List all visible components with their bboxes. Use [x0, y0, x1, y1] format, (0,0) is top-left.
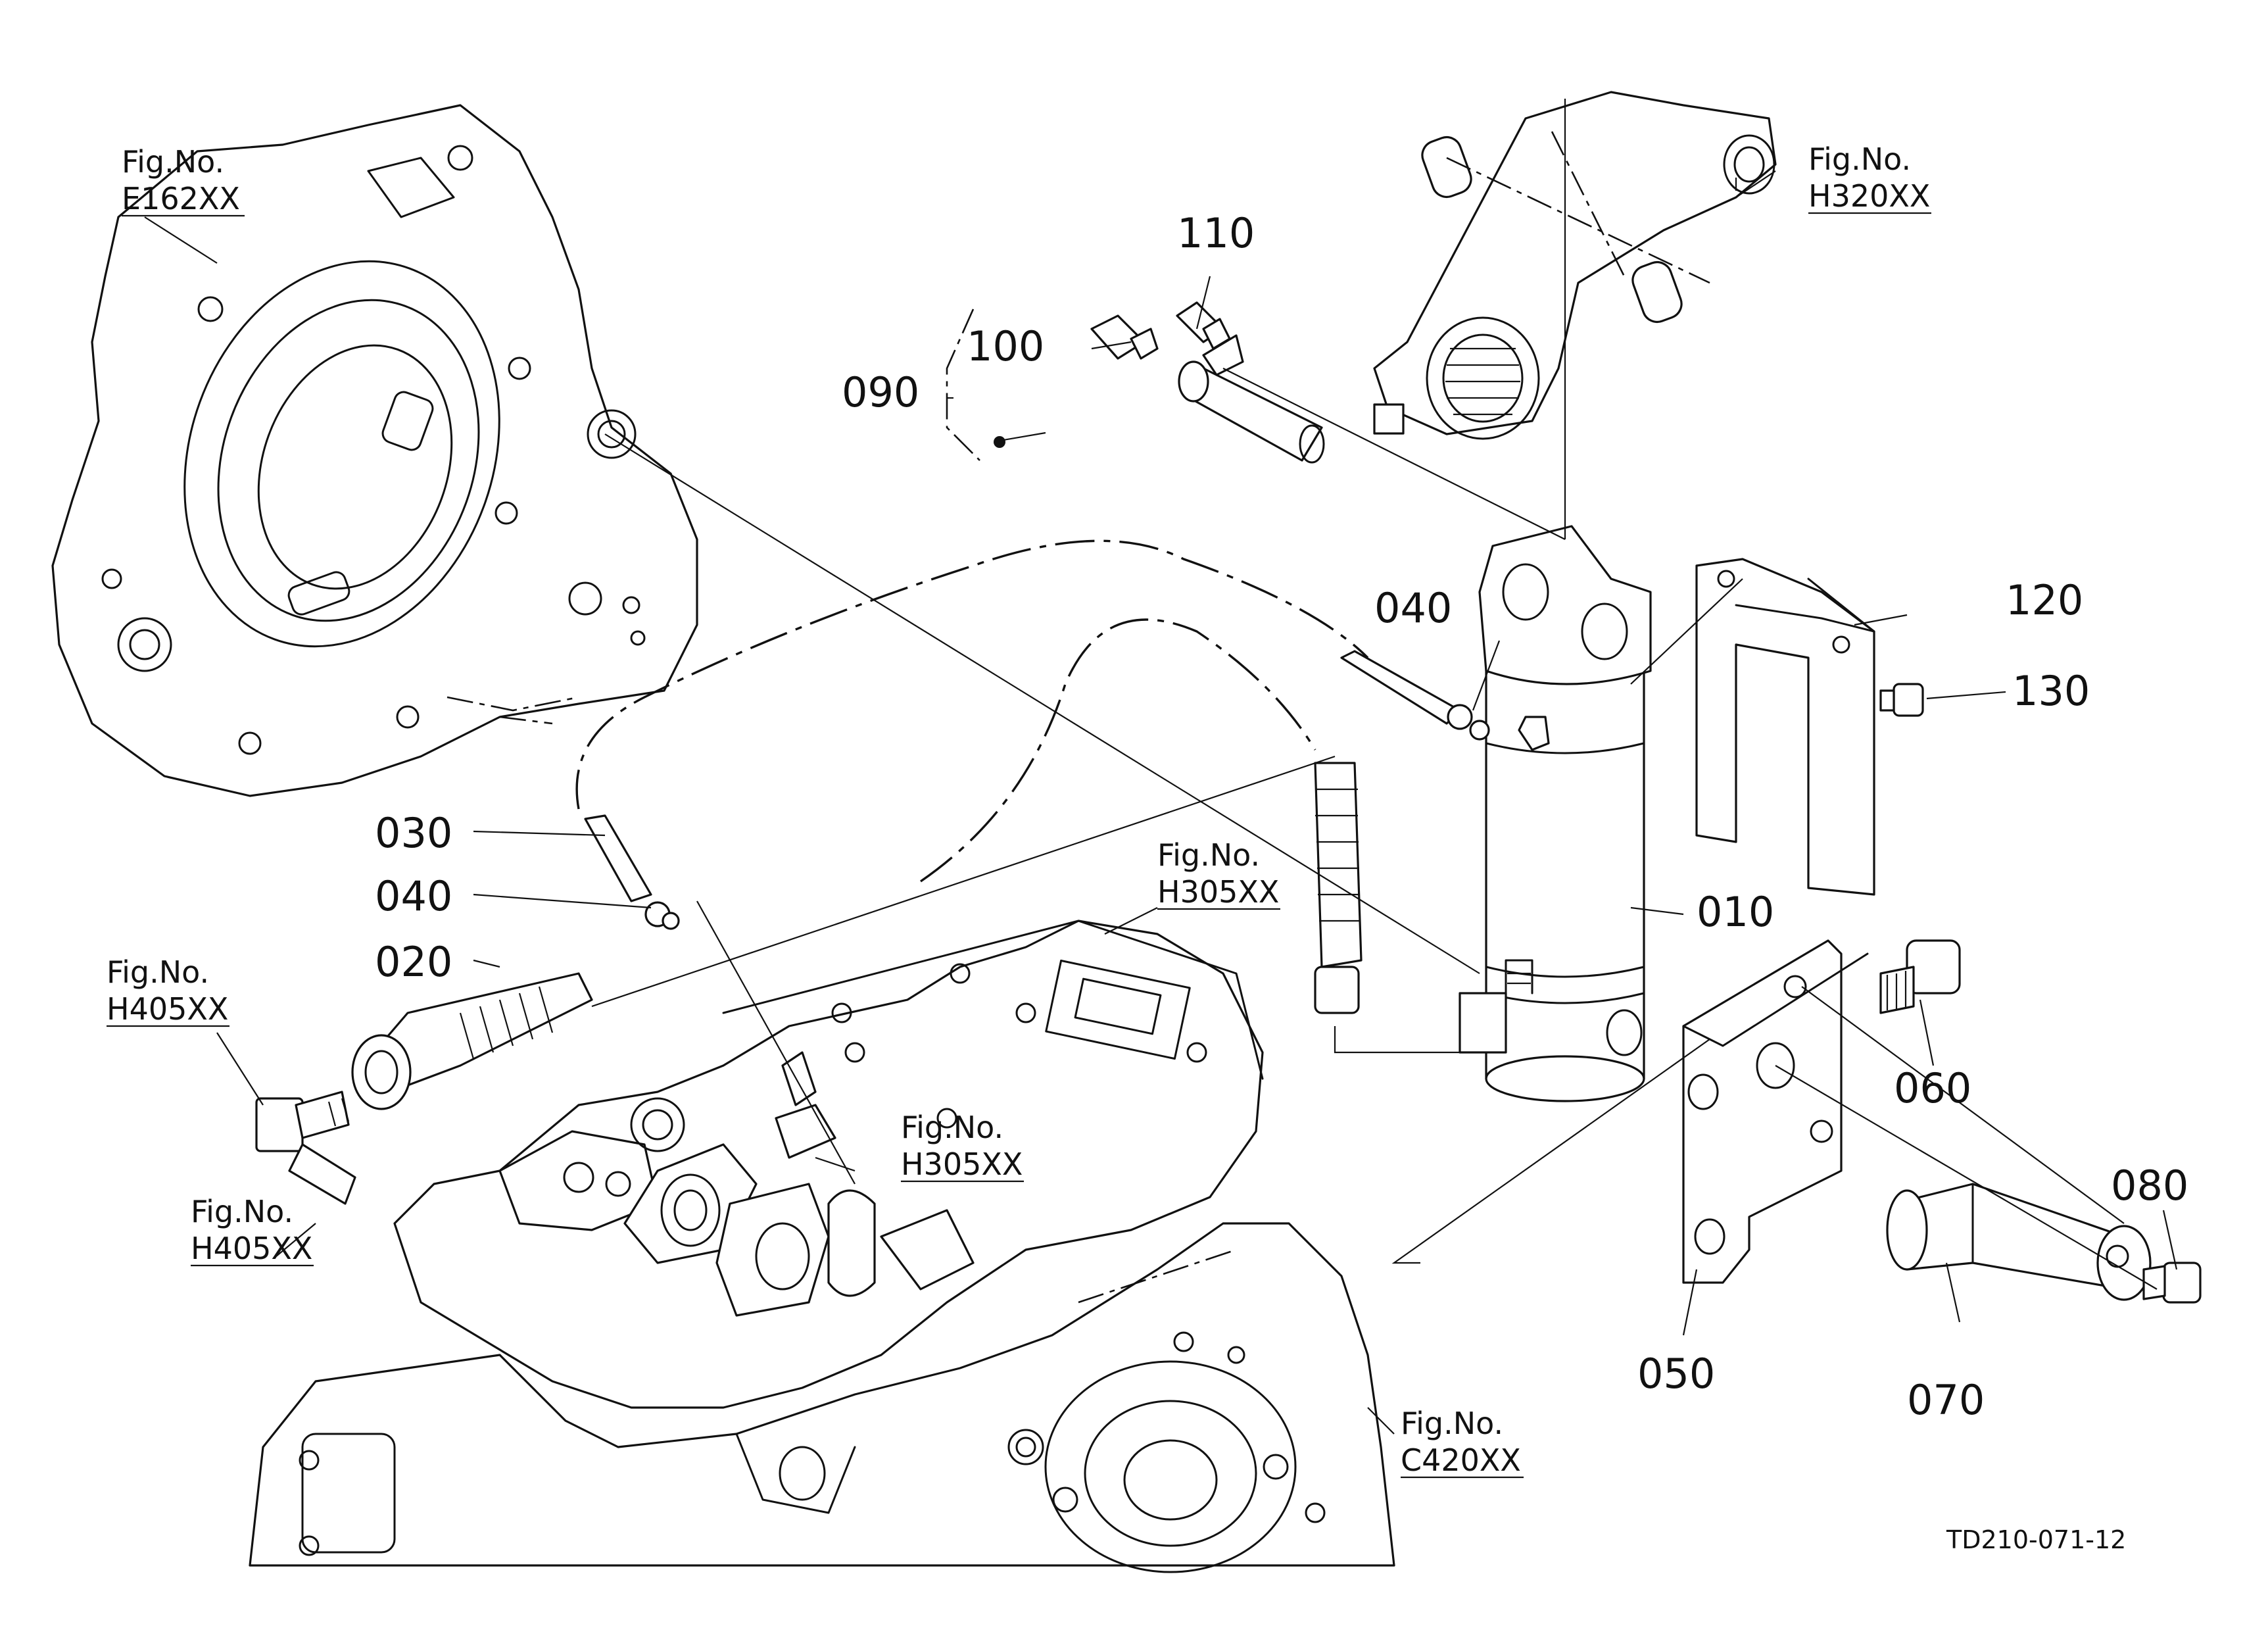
- pin-070: [1886, 1183, 2152, 1301]
- fig-ref-c420-title: Fig.No.: [1401, 1406, 1503, 1441]
- bracket-120: [1695, 558, 1875, 896]
- bracket-050: [1682, 939, 1869, 1284]
- fig-ref-h405-upper-title: Fig.No.: [107, 954, 209, 990]
- fig-ref-c420-number: C420XX: [1401, 1442, 1521, 1478]
- label-060: 060: [1894, 1064, 1971, 1112]
- fig-ref-e162-number: E162XX: [122, 181, 240, 216]
- hydraulic-pipe-030: [575, 539, 1461, 902]
- fitting-110: [1176, 301, 1231, 350]
- label-100: 100: [967, 322, 1044, 370]
- front-housing-drawing: [51, 104, 698, 797]
- lift-cylinder-010: [1459, 525, 1652, 1102]
- fig-ref-h405-upper-number: H405XX: [107, 991, 228, 1027]
- fig-ref-h320-number: H320XX: [1808, 178, 1930, 214]
- label-130: 130: [2012, 667, 2090, 715]
- label-080: 080: [2111, 1162, 2188, 1210]
- fig-ref-h305-lower-number: H305XX: [901, 1146, 1023, 1182]
- hose-clamp-040: [644, 704, 1490, 930]
- drawing-number: TD210-071-12: [1946, 1525, 2126, 1554]
- elbow-fitting: [255, 1091, 356, 1205]
- label-leaders: [144, 170, 2178, 1435]
- label-070: 070: [1907, 1376, 1985, 1424]
- lift-arm-drawing: [1373, 91, 1777, 440]
- hose-assembly-020: [351, 762, 1486, 1110]
- label-040-lower: 040: [375, 872, 452, 920]
- label-030: 030: [375, 809, 452, 857]
- fig-ref-e162-title: Fig.No.: [122, 144, 224, 180]
- figure-references: Fig.No. E162XX Fig.No. H320XX Fig.No. H3…: [107, 141, 1931, 1479]
- pin-090: [1178, 334, 1325, 464]
- fig-ref-h405-lower-number: H405XX: [191, 1231, 312, 1266]
- fig-ref-h320-title: Fig.No.: [1808, 141, 1911, 177]
- transmission-case-drawing: [249, 1222, 1395, 1573]
- fig-ref-h305-upper-number: H305XX: [1157, 874, 1279, 910]
- valve-block-drawing: [393, 920, 1264, 1409]
- fig-ref-h305-upper-title: Fig.No.: [1157, 837, 1260, 873]
- label-050: 050: [1637, 1350, 1715, 1398]
- label-110: 110: [1177, 209, 1255, 257]
- leader-lines: [591, 99, 2158, 1290]
- part-labels: 030 040 020 040 010 120 130 060 080 070 …: [375, 209, 2188, 1424]
- label-020: 020: [375, 938, 452, 986]
- label-010: 010: [1697, 888, 1774, 936]
- bolt-080: [2142, 1262, 2202, 1304]
- bolt-060: [1879, 939, 1961, 1014]
- fig-ref-h305-lower-title: Fig.No.: [901, 1110, 1003, 1145]
- fitting-100: [1090, 314, 1159, 360]
- fig-ref-h405-lower-title: Fig.No.: [191, 1194, 293, 1229]
- label-090: 090: [842, 368, 919, 416]
- label-040-upper: 040: [1374, 584, 1452, 632]
- bolt-130: [1879, 683, 1924, 717]
- label-120: 120: [2006, 576, 2083, 624]
